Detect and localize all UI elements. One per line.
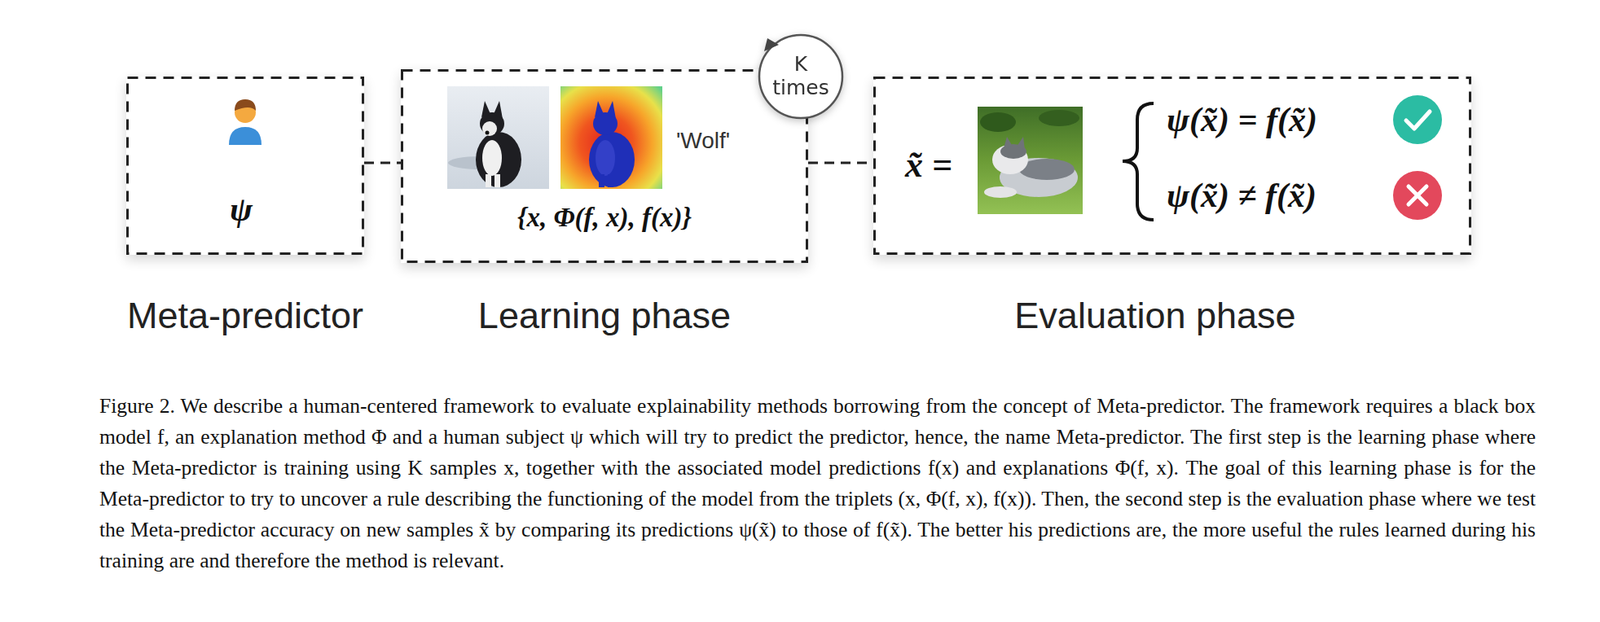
class-label: 'Wolf' xyxy=(676,127,730,154)
phase-box: x̃ =ψ(x̃) = f(x̃)ψ(x̃) ≠ f(x̃)Evaluation… xyxy=(873,76,1472,255)
symbol-label: ψ xyxy=(229,189,253,229)
node-outline xyxy=(126,76,365,255)
person-icon xyxy=(228,99,262,146)
formula-label: ψ(x̃) = f(x̃) xyxy=(1166,100,1318,140)
figure-caption: Figure 2. We describe a human-centered f… xyxy=(99,391,1536,577)
check-icon xyxy=(1393,95,1442,145)
husky-photo xyxy=(447,86,550,190)
formula-label: x̃ = xyxy=(905,145,953,187)
phase-box: ψMeta-predictor xyxy=(126,76,365,255)
test-photo xyxy=(977,106,1083,215)
heatmap-photo xyxy=(560,86,663,190)
formula-label: ψ(x̃) ≠ f(x̃) xyxy=(1166,175,1317,216)
curly-brace xyxy=(1122,103,1154,220)
phase-box: 'Wolf'{x, Φ(f, x), f(x)}Learning phase xyxy=(400,69,809,264)
dashed-connector xyxy=(364,162,401,165)
heading-label: Meta-predictor xyxy=(127,294,364,338)
dashed-connector xyxy=(808,162,874,165)
cross-icon xyxy=(1393,171,1442,220)
repeat-label: K times xyxy=(768,52,834,101)
formula-label: {x, Φ(f, x), f(x)} xyxy=(517,202,692,234)
node-outline xyxy=(400,69,809,264)
heading-label: Learning phase xyxy=(478,294,731,338)
repeat-circle: K times xyxy=(756,32,845,121)
heading-label: Evaluation phase xyxy=(1014,294,1296,338)
